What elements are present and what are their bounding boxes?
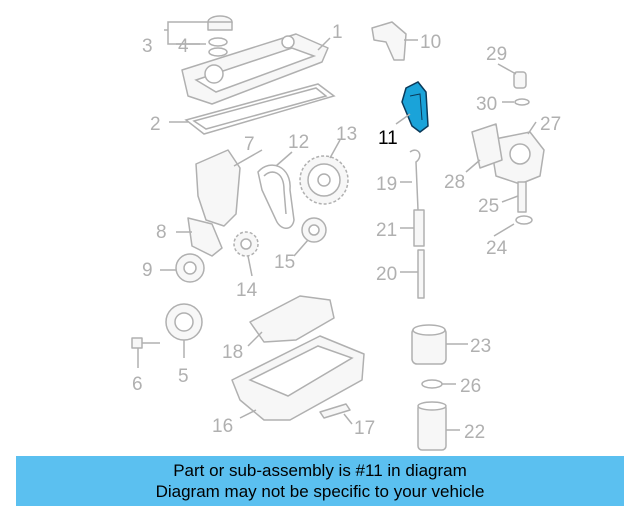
part-12-timing-belt xyxy=(257,164,295,229)
caption-line-2: Diagram may not be specific to your vehi… xyxy=(155,482,485,501)
callout-1: 1 xyxy=(332,22,343,43)
part-17-plug xyxy=(319,403,351,419)
callout-15: 15 xyxy=(274,252,295,273)
part-30-washer xyxy=(514,98,530,106)
part-3-oil-cap xyxy=(207,15,233,31)
part-6-bolt xyxy=(131,337,160,349)
callout-13: 13 xyxy=(336,124,357,145)
callout-24: 24 xyxy=(486,238,508,259)
callout-23: 23 xyxy=(470,336,491,357)
part-9-pulley xyxy=(175,253,205,283)
part-2-gasket xyxy=(184,83,336,135)
callout-22: 22 xyxy=(464,422,485,443)
callout-14: 14 xyxy=(236,280,258,301)
callout-18: 18 xyxy=(222,342,243,363)
callout-29: 29 xyxy=(486,44,507,65)
part-11-highlighted xyxy=(401,81,429,133)
callout-9: 9 xyxy=(142,260,153,281)
part-16-oil-pan xyxy=(231,335,365,421)
part-20-tube xyxy=(417,249,425,299)
callout-27: 27 xyxy=(540,114,561,135)
callout-19: 19 xyxy=(376,174,397,195)
part-14-sprocket xyxy=(233,231,259,257)
callout-6: 6 xyxy=(132,374,143,395)
part-25-stud xyxy=(517,181,527,213)
part-13-cam-sprocket xyxy=(299,155,349,205)
callout-8: 8 xyxy=(156,222,167,243)
callout-17: 17 xyxy=(354,418,375,439)
callout-3: 3 xyxy=(142,36,153,57)
leader-lines xyxy=(137,21,537,431)
part-5-crank-pulley xyxy=(165,303,203,341)
part-24-oring xyxy=(515,215,533,225)
part-29-sender xyxy=(513,71,527,89)
part-23-filter-housing xyxy=(411,324,447,365)
part-4-seals xyxy=(208,37,228,57)
part-18-baffle xyxy=(249,295,335,343)
part-19-dipstick xyxy=(409,149,421,211)
callout-7: 7 xyxy=(244,134,255,155)
caption-banner: Part or sub-assembly is #11 in diagram D… xyxy=(16,456,624,506)
callout-12: 12 xyxy=(288,132,309,153)
part-26-seal xyxy=(421,379,443,389)
callout-28: 28 xyxy=(444,172,465,193)
part-28-bracket xyxy=(471,123,503,169)
callout-21: 21 xyxy=(376,220,397,241)
caption-line-1: Part or sub-assembly is #11 in diagram xyxy=(173,461,467,480)
callout-4: 4 xyxy=(178,36,189,57)
callout-16: 16 xyxy=(212,416,233,437)
callout-2: 2 xyxy=(150,114,161,135)
part-15-idler xyxy=(301,217,327,243)
callout-26: 26 xyxy=(460,376,481,397)
part-7-timing-cover-lower xyxy=(195,149,241,227)
callout-30: 30 xyxy=(476,94,497,115)
callout-25: 25 xyxy=(478,196,499,217)
part-21-guide-tube xyxy=(413,209,425,247)
callout-5: 5 xyxy=(178,366,189,387)
part-1-valve-cover xyxy=(181,33,329,105)
parts-diagram: 1 2 3 4 5 6 7 8 9 10 11 12 13 14 15 16 1… xyxy=(131,15,561,451)
callout-11: 11 xyxy=(378,128,398,149)
part-22-oil-filter xyxy=(417,401,447,451)
callout-10: 10 xyxy=(420,32,441,53)
part-8-bracket xyxy=(187,217,223,257)
callout-numbers: 1 2 3 4 5 6 7 8 9 10 11 12 13 14 15 16 1… xyxy=(132,22,561,443)
part-10-timing-cover-upper xyxy=(371,21,407,61)
callout-20: 20 xyxy=(376,264,397,285)
